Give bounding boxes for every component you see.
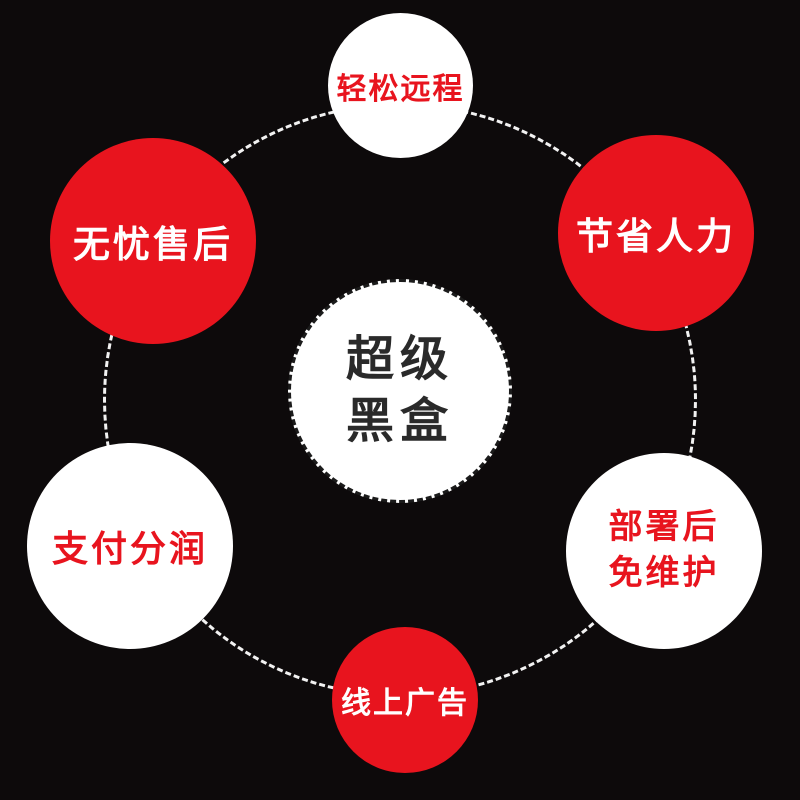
node-top-label: 轻松远程 xyxy=(336,72,465,106)
center-hub-label-line2: 黑盒 xyxy=(345,395,454,448)
node-lower-right: 部署后 免维护 xyxy=(566,453,762,649)
center-hub-circle: 超级 黑盒 xyxy=(288,279,512,503)
node-upper-right: 节省人力 xyxy=(558,135,754,331)
center-hub-label-line1: 超级 xyxy=(345,332,454,386)
node-top: 轻松远程 xyxy=(328,13,473,158)
node-lower-left: 支付分润 xyxy=(27,443,233,649)
node-upper-right-label: 节省人力 xyxy=(576,216,736,257)
node-upper-left-label: 无忧售后 xyxy=(73,224,233,265)
node-lower-right-label-line1: 部署后 xyxy=(608,508,720,547)
node-lower-right-label-line2: 免维护 xyxy=(608,554,720,592)
node-bottom-label: 线上广告 xyxy=(341,687,469,720)
node-upper-left: 无忧售后 xyxy=(50,138,256,344)
node-lower-left-label: 支付分润 xyxy=(51,528,208,569)
node-bottom: 线上广告 xyxy=(332,627,478,773)
